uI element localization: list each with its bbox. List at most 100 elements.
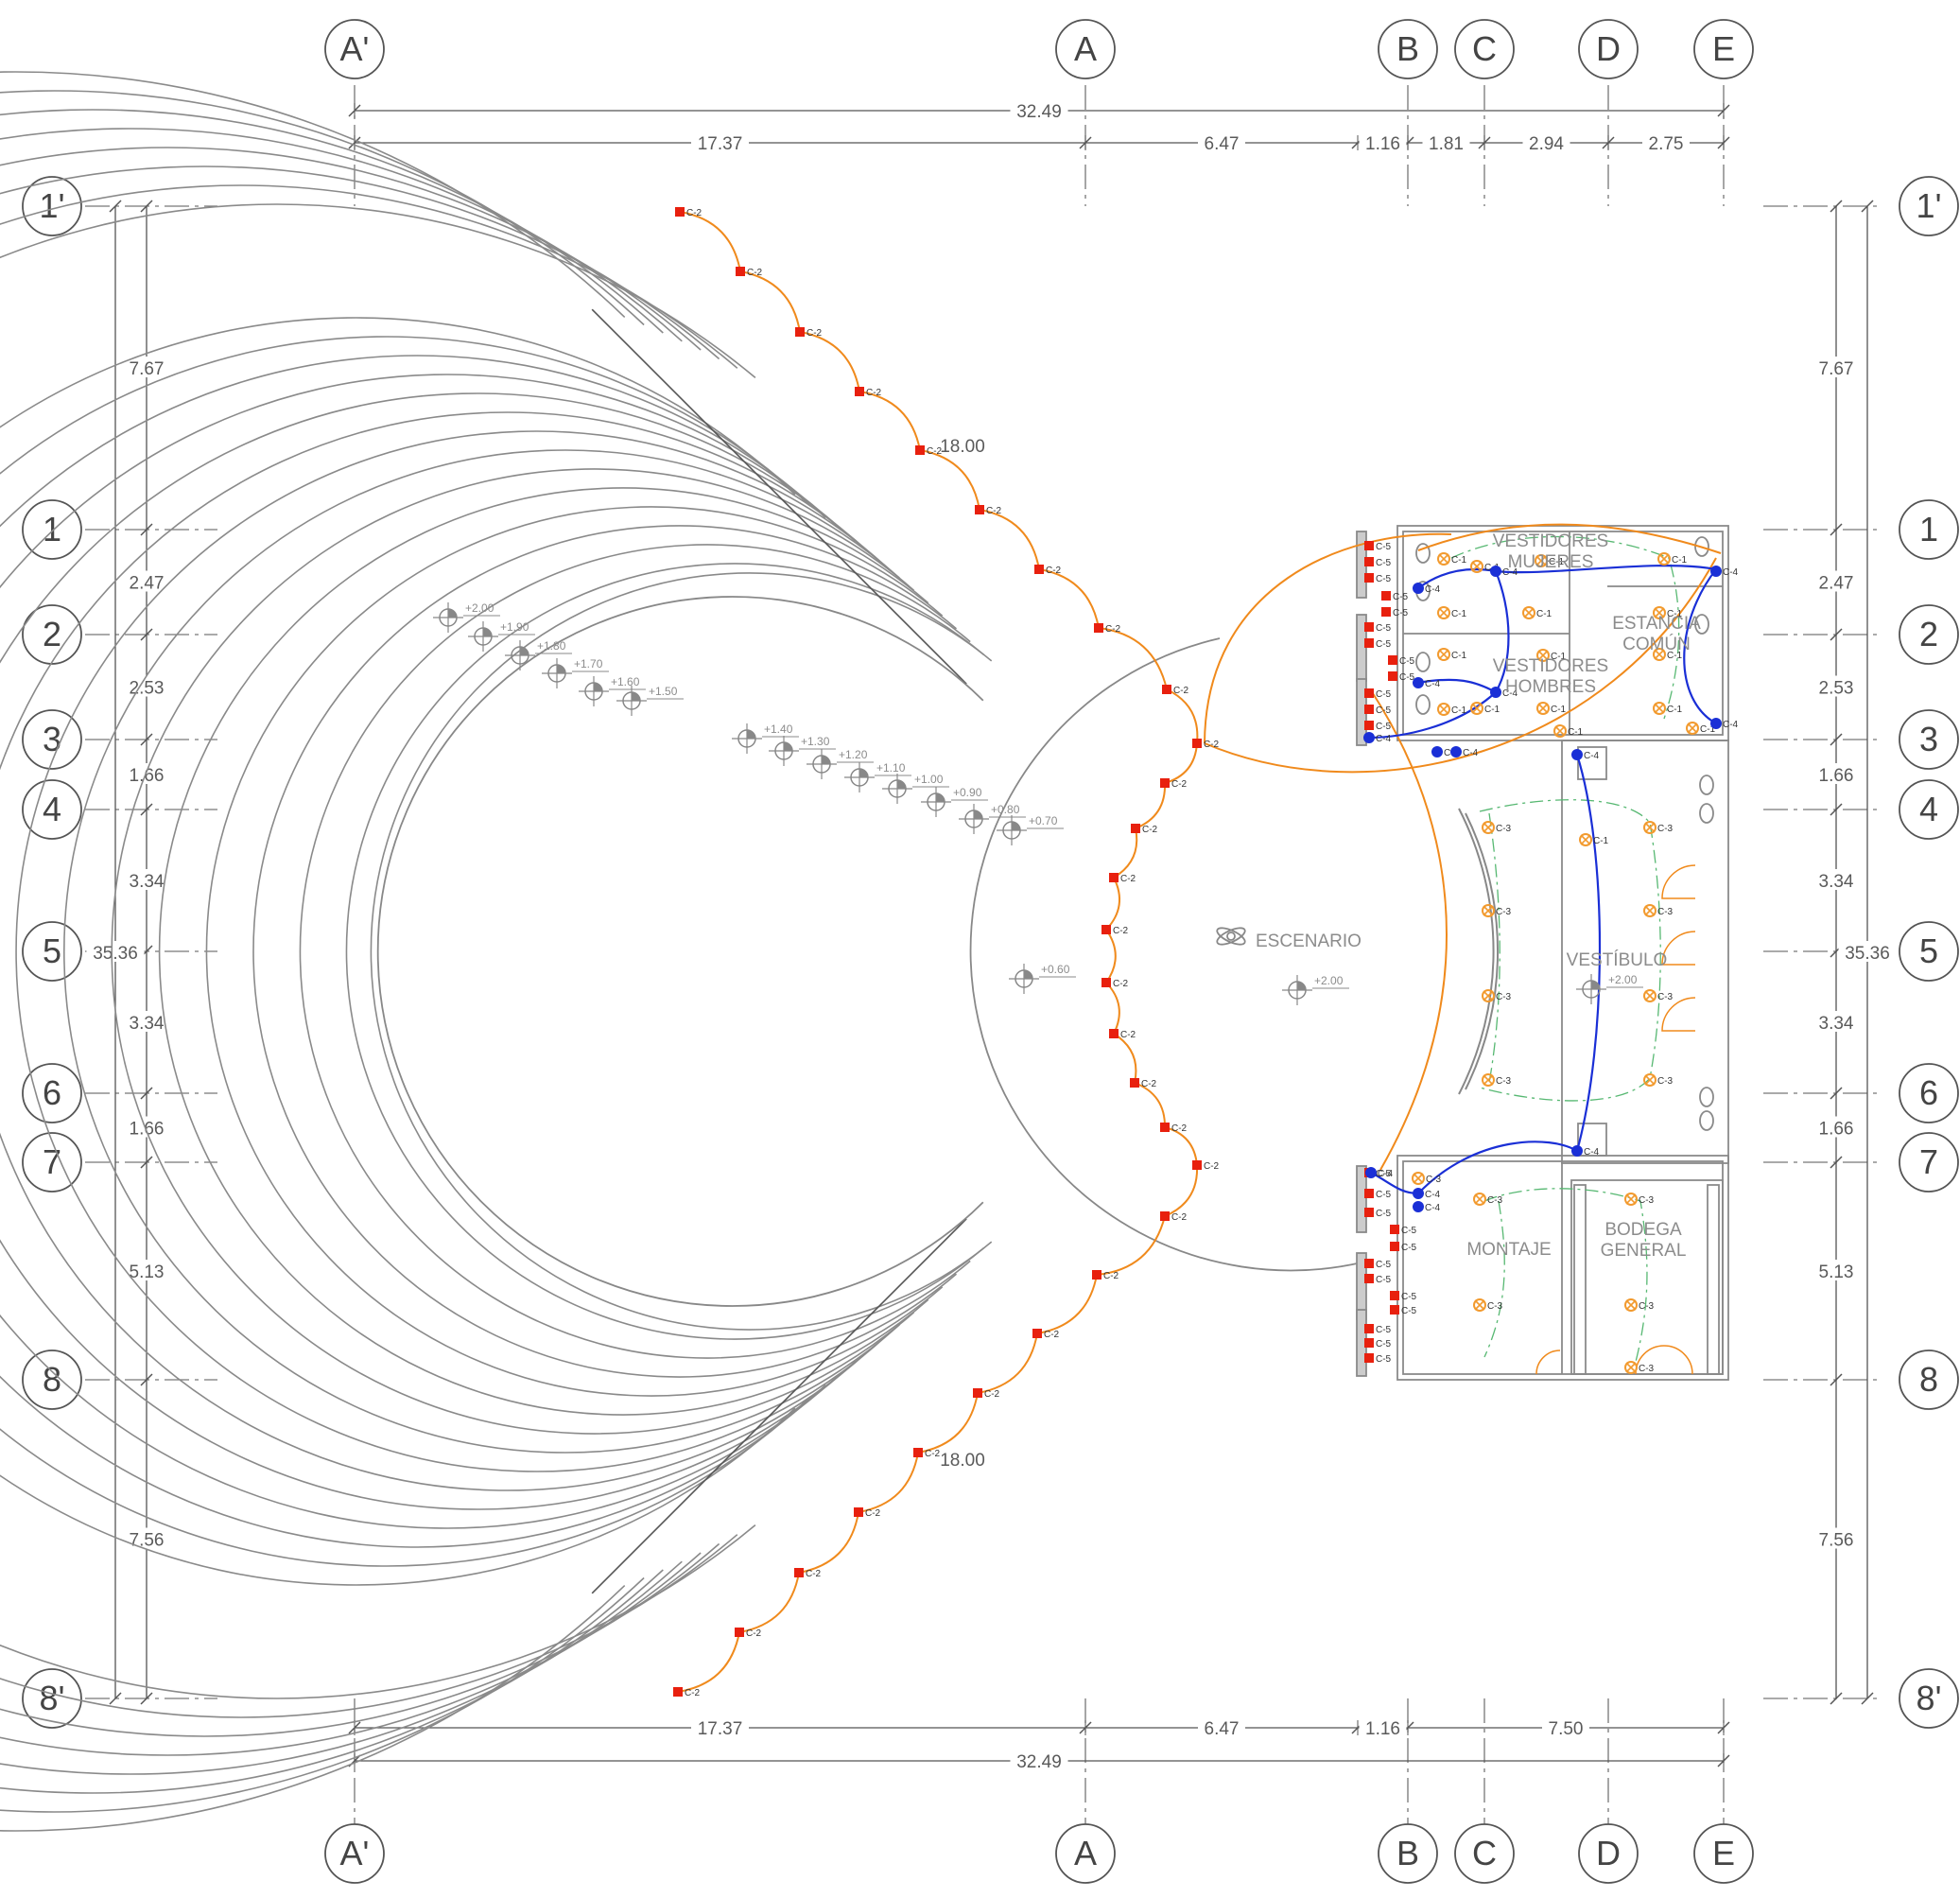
seating-row (345, 563, 985, 1340)
axis-label-ax-8p: 8' (40, 1679, 65, 1717)
dimension-tick (140, 733, 153, 746)
dimension-tick (140, 1373, 153, 1386)
light-icon-cross (1413, 1173, 1424, 1184)
seating-row (0, 90, 645, 1813)
axis-bubble-ax-6 (1899, 1063, 1959, 1123)
circuit-label: C-2 (1171, 779, 1188, 790)
outlet-icon (1364, 1189, 1374, 1198)
circuit-label: C-5 (1393, 592, 1409, 602)
orange-outlet-link (1113, 1033, 1137, 1084)
dimension-label: 1.16 (1365, 134, 1400, 154)
level-marker-fill (594, 683, 602, 691)
axis-bubble-ax-A (1055, 19, 1116, 79)
dimension-label: 2.75 (1649, 134, 1684, 154)
axis-label-ax-2: 2 (43, 615, 61, 653)
light-icon (1643, 904, 1656, 917)
axis-label-ax-7: 7 (43, 1142, 61, 1181)
level-label: +1.70 (574, 657, 603, 670)
circuit-label: C-5 (1376, 705, 1392, 716)
circuit-label: C-2 (1171, 1212, 1188, 1223)
orange-outlet-link (979, 509, 1040, 570)
dimension-tick (1830, 1692, 1843, 1705)
circuit-label: C-2 (866, 388, 882, 398)
seating-row (0, 147, 702, 1756)
level-label: +1.20 (839, 748, 868, 761)
outlet-icon (1381, 607, 1391, 617)
seating-row (299, 544, 971, 1359)
level-label: +1.90 (500, 620, 529, 634)
light-icon-cross (1438, 649, 1449, 660)
circuit-label: C-2 (1113, 979, 1129, 989)
outlet-icon (1390, 1291, 1399, 1300)
circuit-label: C-4 (1378, 1169, 1394, 1179)
lower-block-wall-inner (1402, 1160, 1724, 1375)
dimension-label-bg (1198, 131, 1245, 152)
outlet-icon (675, 207, 685, 217)
circuit-label: C-1 (1667, 651, 1683, 661)
light-icon-cross (1483, 990, 1494, 1001)
light-icon-cross (1474, 1193, 1485, 1205)
outlet-icon (1364, 638, 1374, 648)
dimension-tick (140, 523, 153, 536)
outlet-icon (1364, 1324, 1374, 1333)
axis-bubble-ax-3 (1899, 709, 1959, 770)
switch-icon (1363, 732, 1375, 743)
circuit-label: C-3 (1496, 824, 1512, 834)
axis-label-ax-8p: 8' (1917, 1679, 1942, 1717)
lower-block-wall (1396, 1155, 1729, 1381)
light-icon-cross (1658, 553, 1670, 565)
lighting-line (1479, 799, 1661, 1102)
dimension-label: 1.16 (1365, 1719, 1400, 1739)
outlet-icon (1364, 622, 1374, 632)
blue-circuit (1417, 678, 1497, 693)
circuit-label: C-1 (1451, 555, 1467, 566)
light-icon (1437, 703, 1450, 716)
dimension-label-bg (123, 1260, 170, 1280)
axis-label-ax-A: A (1074, 1834, 1097, 1872)
bodega-shelf (1573, 1184, 1587, 1375)
circuit-label: C-1 (1700, 724, 1716, 735)
light-icon-cross (1483, 822, 1494, 833)
stage (376, 596, 1500, 1307)
light-icon (1482, 989, 1495, 1002)
light-icon-cross (1644, 905, 1656, 916)
orange-outlet-link (977, 1332, 1038, 1394)
light-icon-cross (1625, 1193, 1637, 1205)
light-icon (1482, 904, 1495, 917)
orange-outlet-link (1134, 1082, 1167, 1128)
circuit-label: C-3 (1487, 1195, 1503, 1206)
fixture (1699, 775, 1714, 795)
circuit-label: C-1 (1451, 609, 1467, 619)
axis-bubble-ax-4 (1899, 779, 1959, 840)
dimension-tick (1830, 733, 1843, 746)
outlet-icon (794, 1568, 804, 1577)
light-icon (1653, 606, 1666, 619)
circuit-label: C-4 (1376, 734, 1392, 744)
dimension-label-bg (123, 357, 170, 377)
fixture (1699, 1110, 1714, 1131)
level-marker-fill (483, 628, 492, 636)
axis-label-ax-6: 6 (1919, 1073, 1938, 1112)
orange-outlet-link (1164, 1164, 1199, 1217)
outlet-icon (913, 1448, 923, 1457)
light-icon (1624, 1193, 1638, 1206)
circuit-label: C-5 (1399, 672, 1415, 683)
orange-outlet-link (1038, 568, 1100, 629)
grid-lines (85, 85, 1882, 1830)
axis-label-ax-1: 1 (43, 510, 61, 549)
dimension-label-bg (1359, 131, 1407, 152)
circuit-label: C-1 (1549, 557, 1565, 567)
circuit-label: C-2 (865, 1508, 881, 1519)
axis-label-ax-1p: 1' (1917, 186, 1942, 225)
circuit-label: C-3 (1496, 992, 1512, 1002)
circuit-label: C-1 (1536, 609, 1552, 619)
dimension-label-bg (123, 570, 170, 592)
outlet-icon (915, 445, 925, 455)
axis-bubble-ax-Ap (324, 1823, 385, 1884)
light-icon-cross (1625, 1299, 1637, 1311)
ramp (1577, 746, 1607, 780)
axis-bubble-ax-5 (1899, 921, 1959, 982)
axis-label-ax-8: 8 (43, 1360, 61, 1399)
circuit-label: C-4 (1425, 679, 1441, 689)
